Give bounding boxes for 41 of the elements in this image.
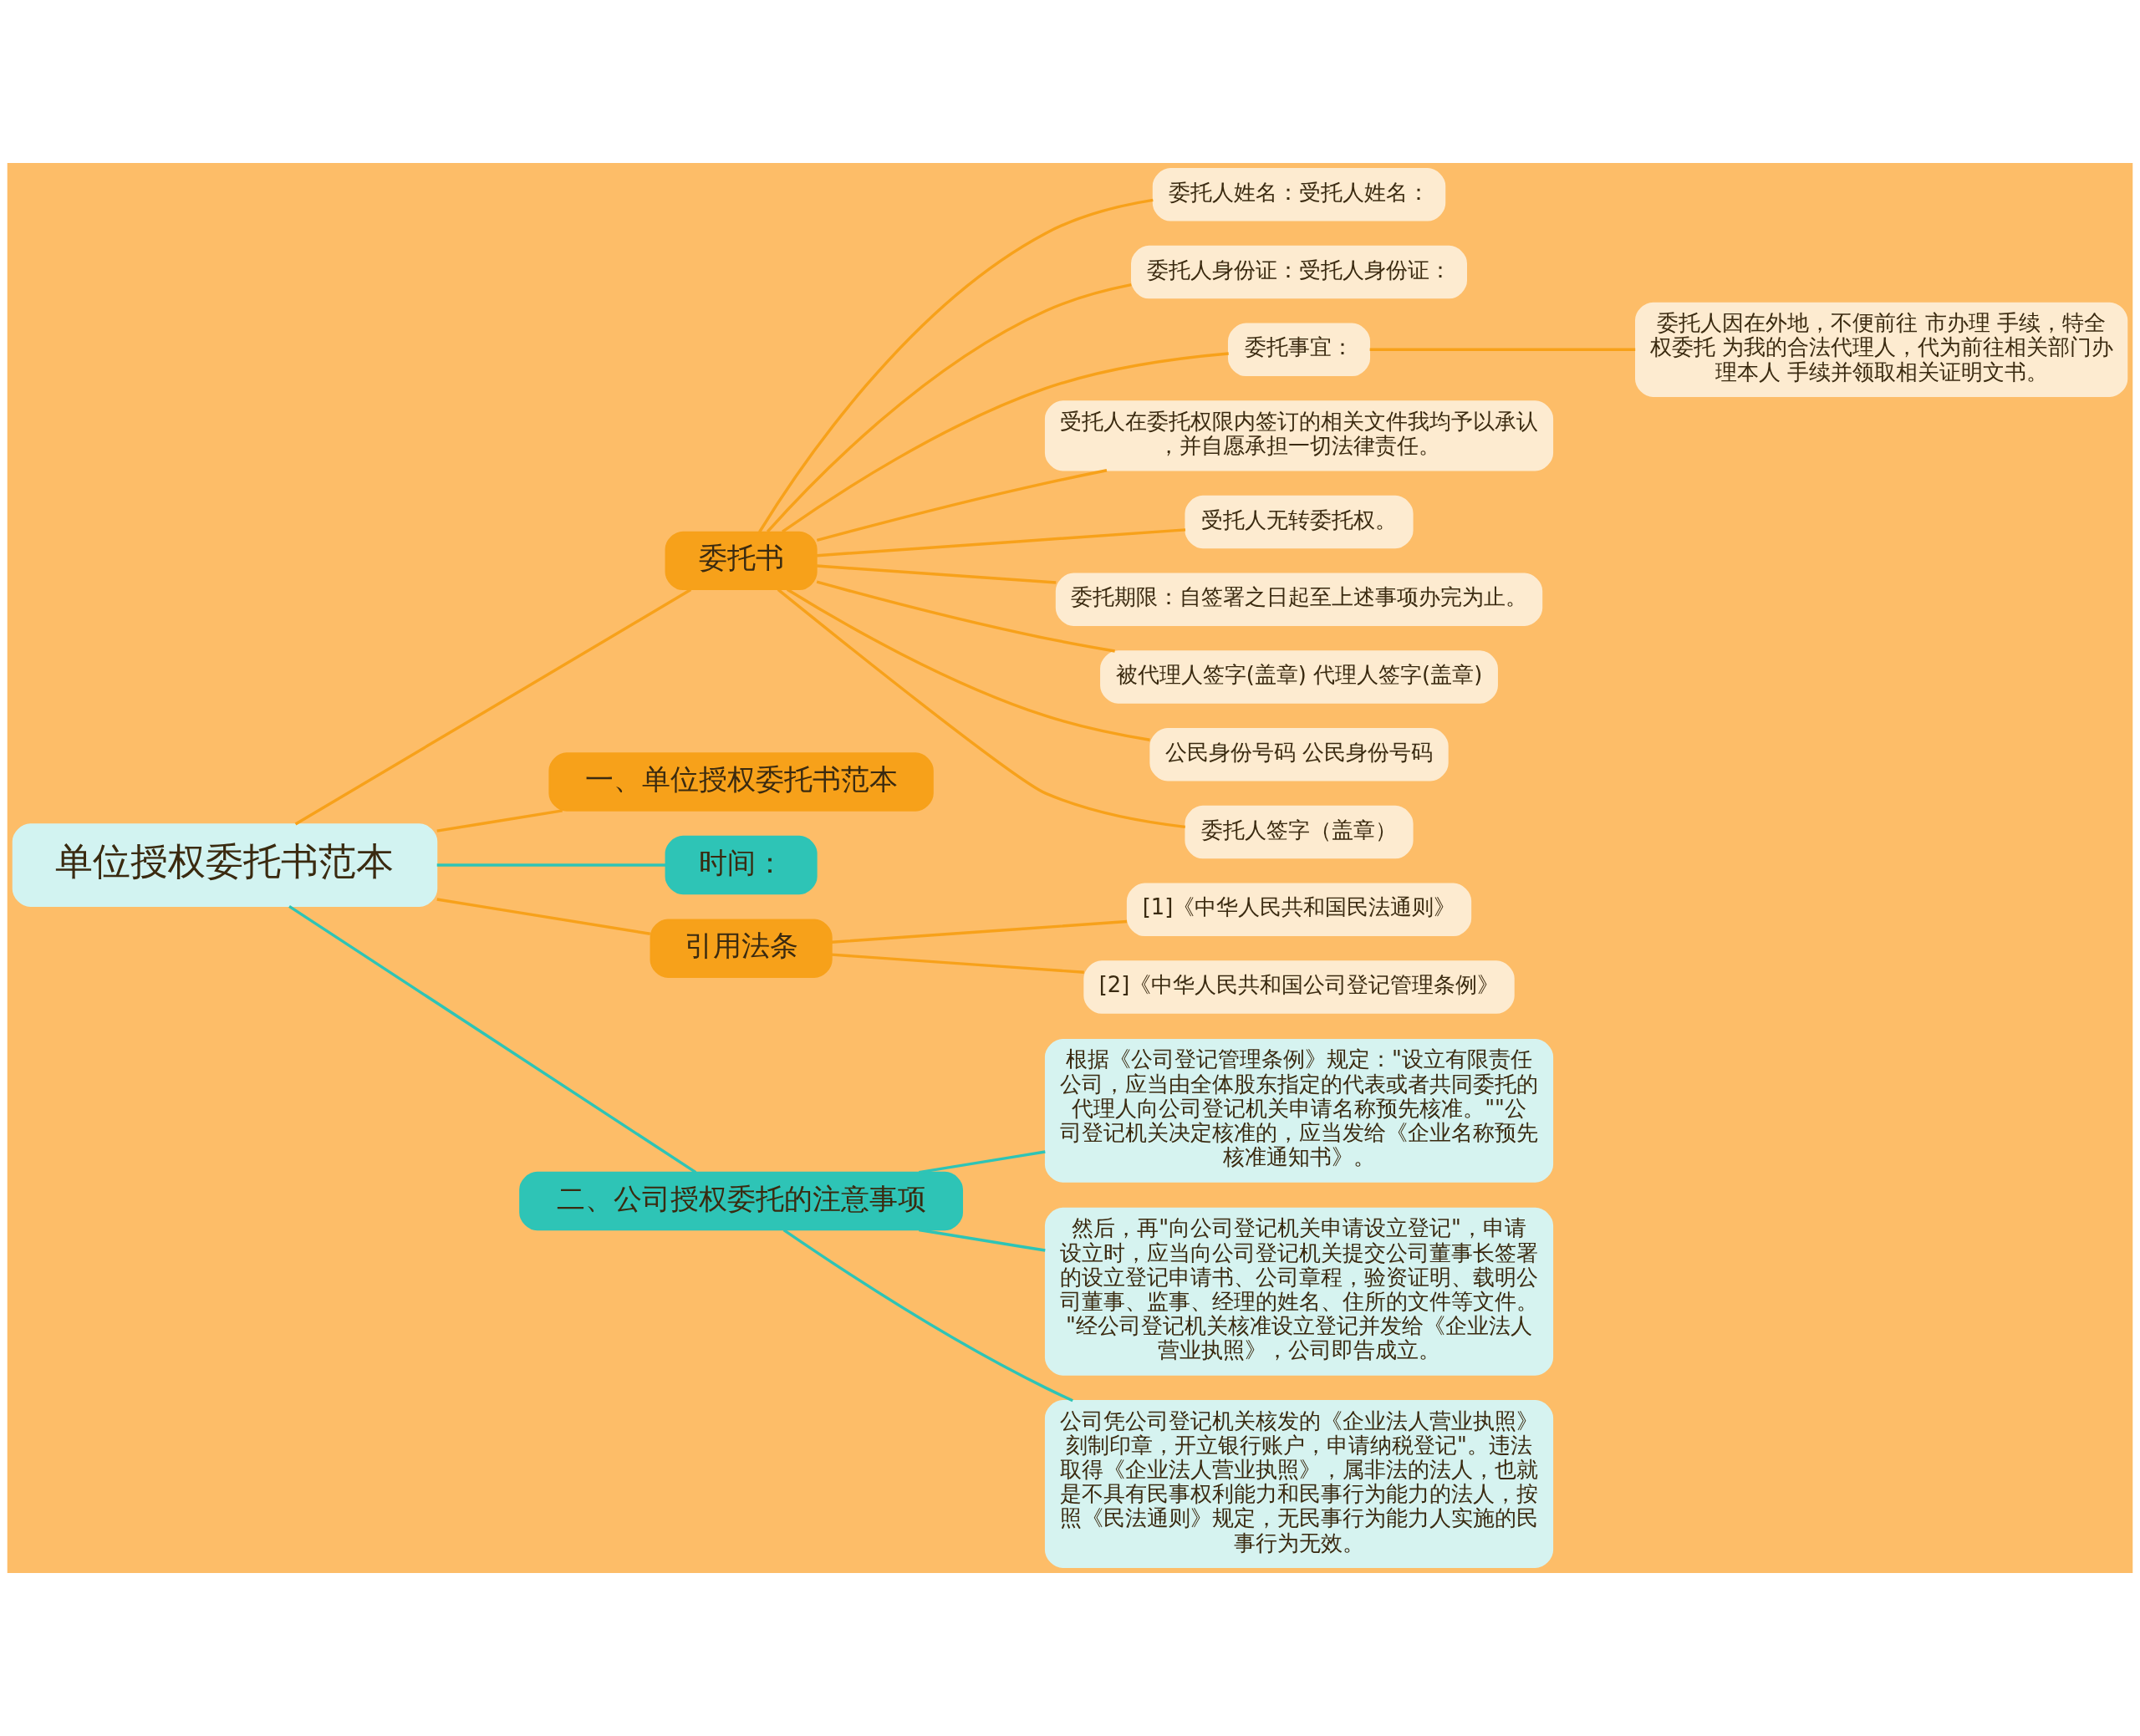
connector	[816, 580, 1115, 653]
connector	[758, 198, 1154, 533]
connector	[919, 1228, 1046, 1252]
node-box: [1]《中华人民共和国民法通则》	[1126, 883, 1472, 937]
connector	[782, 352, 1229, 533]
node-box: 公民身份号码 公民身份号码	[1149, 728, 1449, 781]
node-box: 二、公司授权委托的注意事项	[519, 1171, 963, 1231]
node-box: 公司凭公司登记机关核发的《企业法人营业执照》刻制印章，开立银行账户，申请纳税登记"。违法取得《企业法人营业执照》，属非法的法人，也就是不具有民事权利能力和民事行为能力的法人，按照《民法通则》规定，无民事行为能力人实施的民事行为无效。	[1044, 1400, 1554, 1568]
node-box: 然后，再"向公司登记机关申请设立登记"，申请设立时，应当向公司登记机关提交公司董事长签署的设立登记申请书、公司章程，验资证明、载明公司董事、监事、经理的姓名、住所的文件等文件。"经公司登记机关核准设立登记并发给《企业法人营业执照》，公司即告成立。	[1044, 1207, 1554, 1376]
connector	[831, 953, 1084, 974]
node-box: 委托人姓名：受托人姓名：	[1152, 168, 1446, 221]
node-box: 委托人身份证：受托人身份证：	[1131, 245, 1467, 299]
node-box: 根据《公司登记管理条例》规定："设立有限责任公司，应当由全体股东指定的代表或者共同委托的代理人向公司登记机关申请名称预先核准。""公司登记机关决定核准的，应当发给《企业名称预先核准通知书》。	[1044, 1038, 1554, 1183]
connector	[294, 588, 692, 826]
node-box: 一、单位授权委托书范本	[548, 752, 934, 812]
node-box: 委托书	[665, 531, 818, 591]
node-box: 时间：	[665, 835, 818, 895]
connector	[919, 1150, 1046, 1174]
connector	[817, 528, 1186, 557]
connector	[436, 898, 651, 935]
connector	[777, 588, 1185, 829]
node-box: 受托人在委托权限内签订的相关文件我均予以承认，并自愿承担一切法律责任。	[1044, 400, 1554, 471]
node-box: 被代理人签字(盖章) 代理人签字(盖章)	[1100, 650, 1498, 704]
connector	[816, 469, 1108, 542]
connector	[766, 283, 1132, 533]
connector	[288, 904, 697, 1174]
connector	[1369, 348, 1636, 352]
connector	[782, 1229, 1073, 1403]
connector	[436, 809, 563, 832]
node-box: 单位授权委托书范本	[12, 823, 438, 907]
connector	[817, 564, 1057, 584]
node-box: [2]《中华人民共和国公司登记管理条例》	[1083, 960, 1515, 1014]
connector	[436, 863, 666, 867]
node-box: 委托期限：自签署之日起至上述事项办完为止。	[1055, 573, 1543, 627]
node-box: 委托人因在外地，不便前往 市办理 手续，特全权委托 为我的合法代理人，代为前往相关部门办理本人 手续并领取相关证明文书。	[1635, 302, 2128, 398]
node-box: 委托事宜：	[1227, 323, 1371, 377]
node-box: 引用法条	[650, 919, 833, 978]
node-box: 委托人签字（盖章）	[1185, 805, 1414, 859]
connector	[831, 919, 1128, 944]
connector	[786, 588, 1150, 741]
node-box: 受托人无转委托权。	[1185, 495, 1414, 549]
